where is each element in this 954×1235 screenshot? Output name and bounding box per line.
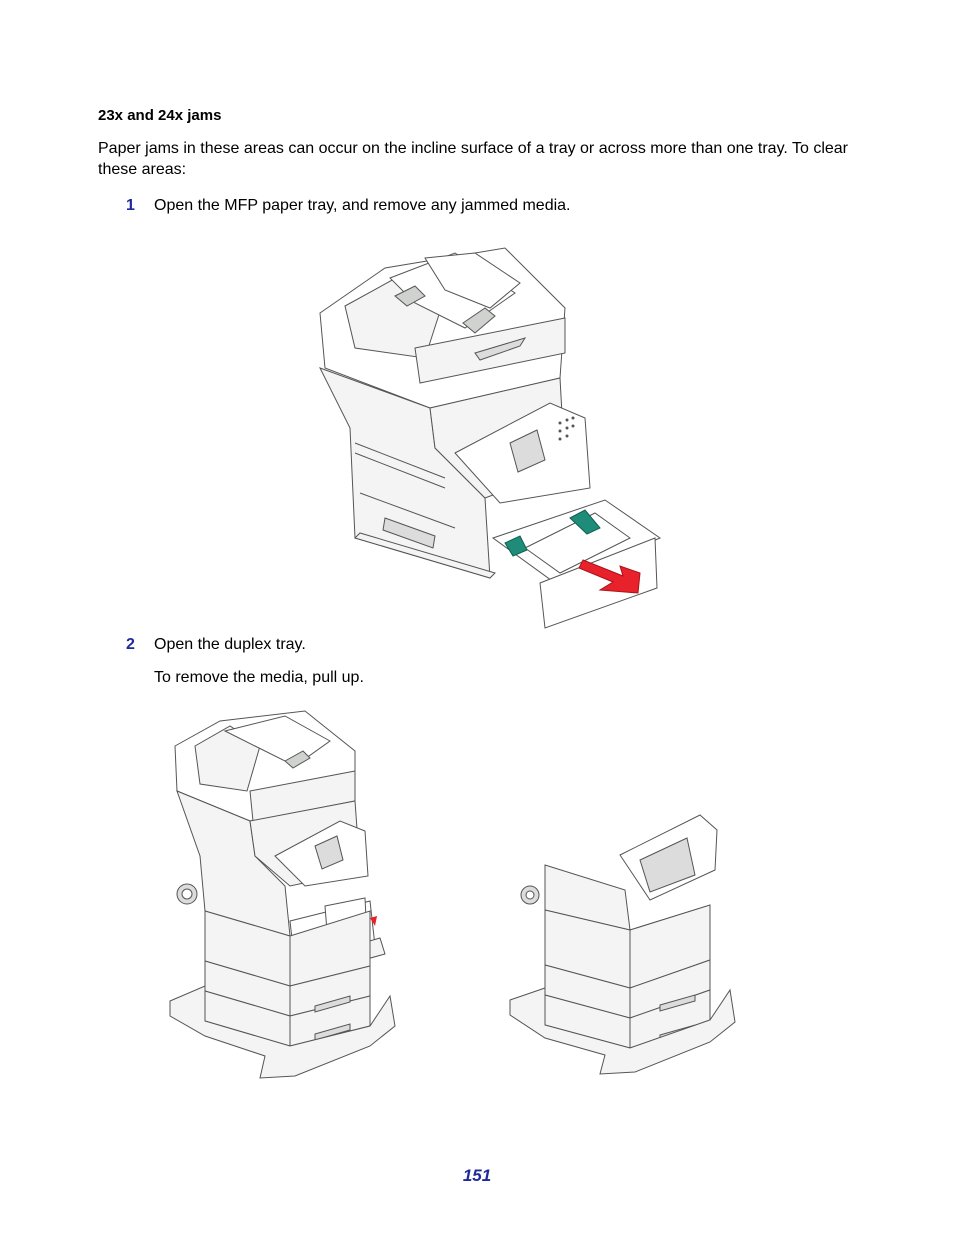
step-2-number: 2 bbox=[126, 636, 135, 653]
section-heading: 23x and 24x jams bbox=[98, 107, 222, 124]
mfp-tray-open-illustration bbox=[318, 247, 662, 629]
intro-paragraph: Paper jams in these areas can occur on t… bbox=[98, 140, 849, 178]
step-2-subtext: To remove the media, pull up. bbox=[154, 669, 364, 686]
step-1-number: 1 bbox=[126, 197, 135, 214]
mfp-duplex-pull-up-illustration bbox=[509, 814, 736, 1075]
page-number: 151 bbox=[462, 1166, 492, 1185]
step-1-text: Open the MFP paper tray, and remove any … bbox=[154, 197, 571, 214]
step-2-text: Open the duplex tray. bbox=[154, 636, 306, 653]
mfp-duplex-open-illustration bbox=[169, 710, 396, 1079]
keypad-dots bbox=[558, 416, 575, 441]
